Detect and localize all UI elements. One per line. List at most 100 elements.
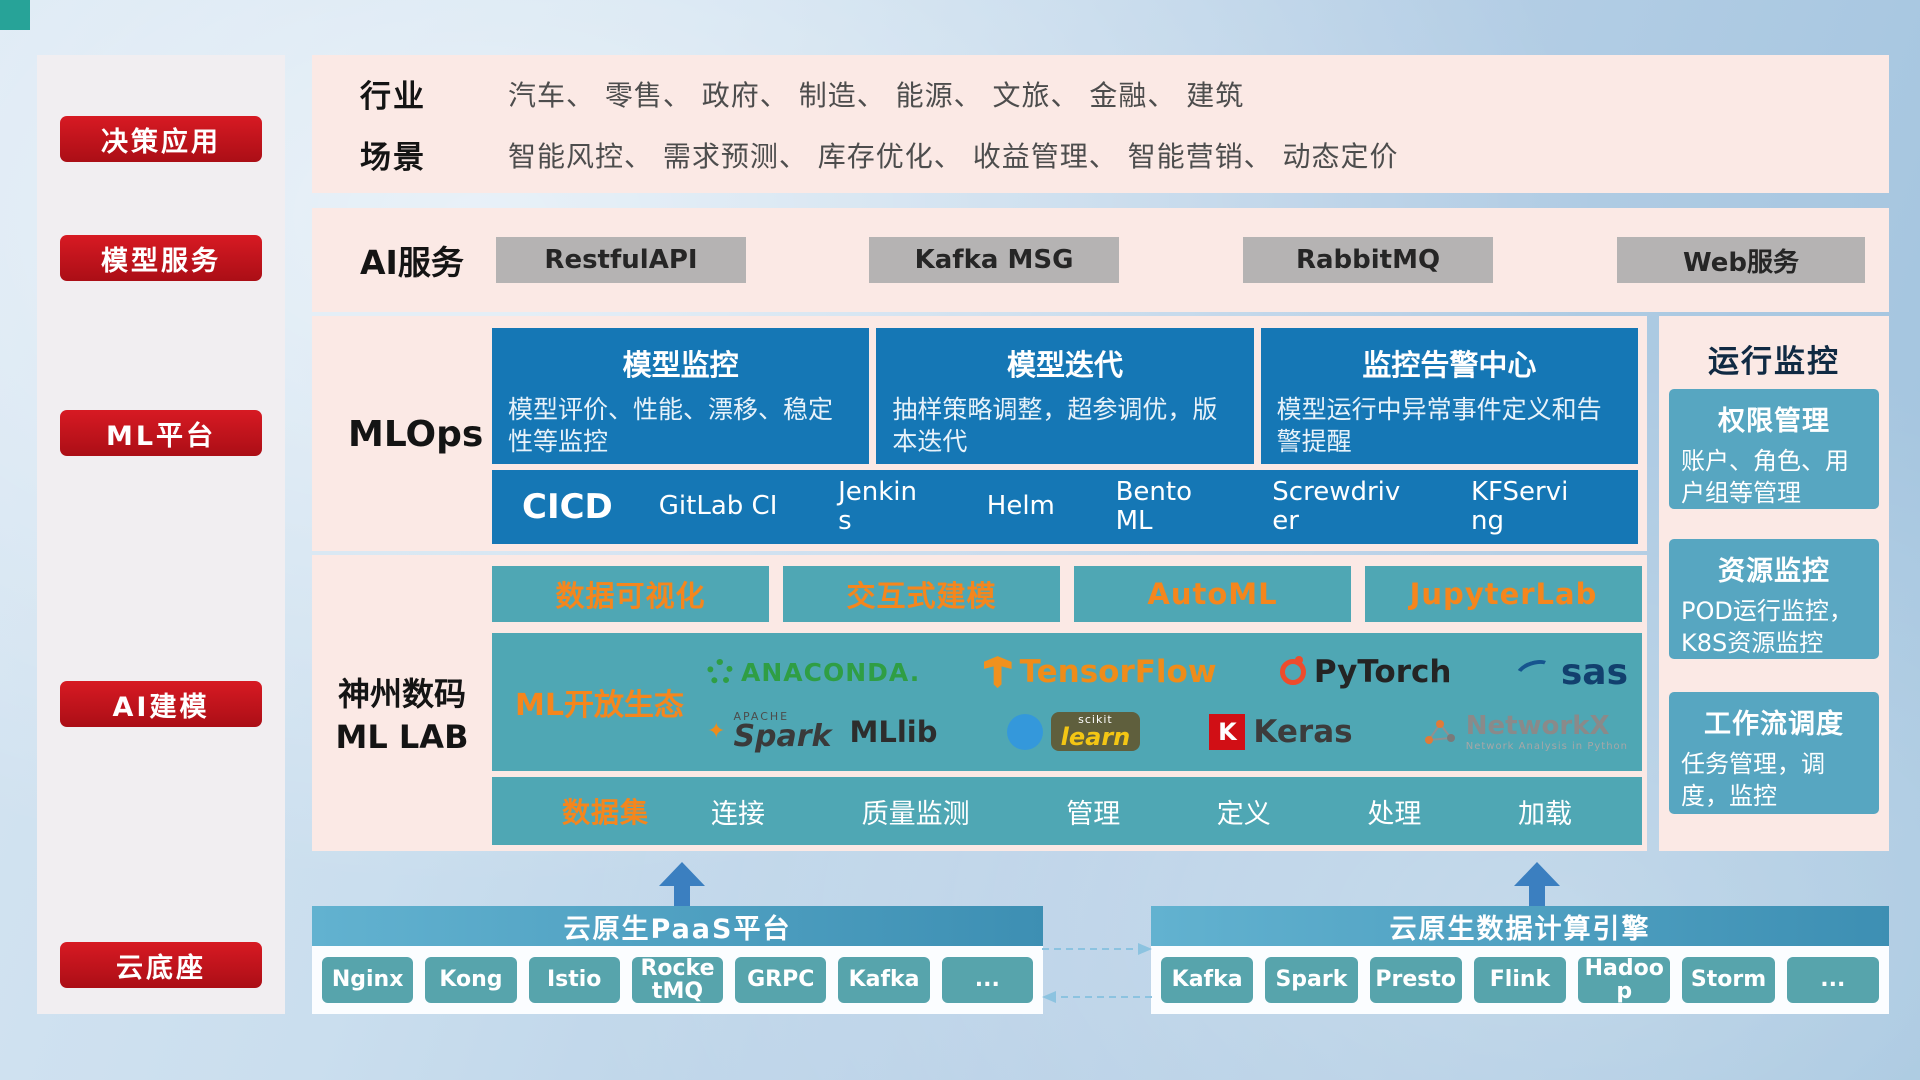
engine-item-more: ... (1786, 957, 1879, 1003)
arrow-head (1514, 862, 1560, 886)
keras-icon: K (1209, 713, 1246, 750)
networkx-text: NetworkX (1465, 711, 1610, 742)
data-engine-bar: 云原生数据计算引擎 (1151, 906, 1889, 946)
anaconda-logo: ANACONDA. (707, 658, 920, 687)
sidebar-item-decision-app: 决策应用 (60, 116, 262, 162)
engine-item-kafka: Kafka (1161, 957, 1254, 1003)
networkx-logo: NetworkX Network Analysis in Python (1422, 712, 1628, 752)
up-arrow-paas (659, 862, 705, 906)
card-title: 模型迭代 (1006, 348, 1123, 382)
ai-service-label: AI服务 (360, 243, 464, 282)
card-model-iteration: 模型迭代 抽样策略调整，超参调优，版本迭代 (876, 328, 1254, 464)
anaconda-text: ANACONDA. (741, 657, 921, 687)
mlops-label: MLOps (348, 414, 484, 455)
card-title: 资源监控 (1718, 556, 1830, 587)
card-desc: 任务管理，调度，监控 (1681, 750, 1825, 810)
tensorflow-logo: TensorFlow (983, 654, 1217, 691)
paas-item-grpc: GRPC (735, 957, 827, 1003)
service-rabbitmq: RabbitMQ (1243, 237, 1493, 283)
paas-items-panel: Nginx Kong Istio RocketMQ GRPC Kafka ... (312, 946, 1043, 1014)
dataset-item-load: 加载 (1517, 798, 1572, 830)
card-desc: 模型运行中异常事件定义和告警提醒 (1276, 395, 1602, 456)
learn-text: learn (1060, 723, 1131, 752)
left-sidebar: 决策应用 模型服务 ML平台 AI建模 云底座 (37, 55, 285, 1014)
tool-gitlab-ci: GitLab CI (658, 491, 778, 522)
feature-jupyterlab: JupyterLab (1365, 566, 1642, 622)
paas-item-istio: Istio (528, 957, 620, 1003)
engine-item-presto: Presto (1369, 957, 1462, 1003)
sidebar-item-cloud-base: 云底座 (60, 942, 262, 988)
pytorch-text: PyTorch (1313, 654, 1452, 691)
tensorflow-text: TensorFlow (1019, 654, 1217, 691)
tool-bentoml: BentoML (1115, 476, 1192, 536)
engine-item-storm: Storm (1682, 957, 1775, 1003)
service-kafka-msg: Kafka MSG (869, 237, 1119, 283)
cicd-tools: GitLab CI Jenkins Helm BentoML Screwdriv… (658, 476, 1638, 536)
service-restfulapi: RestfulAPI (496, 237, 746, 283)
industry-label: 行业 (360, 79, 426, 115)
industry-row: 行业 汽车、 零售、 政府、 制造、 能源、 文旅、 金融、 建筑 (312, 71, 1889, 116)
tool-screwdriver: Screwdriver (1272, 476, 1401, 536)
networkx-subtitle: Network Analysis in Python (1465, 740, 1628, 752)
mllab-label-line1: 神州数码 (337, 675, 466, 713)
card-title: 模型监控 (622, 348, 739, 382)
dataset-item-process: 处理 (1367, 798, 1422, 830)
paas-item-rocketmq: RocketMQ (631, 957, 724, 1003)
dataset-items: 连接 质量监测 管理 定义 处理 加载 (711, 792, 1642, 831)
dataset-item-quality: 质量监测 (861, 798, 970, 830)
card-desc: 抽样策略调整，超参调优，版本迭代 (892, 395, 1218, 456)
logo-row-1: ANACONDA. TensorFlow PyTorch sas (707, 652, 1628, 693)
ecosystem-label: ML开放生态 (515, 688, 684, 723)
ecosystem-logos: ANACONDA. TensorFlow PyTorch sas (707, 633, 1642, 771)
scikit-text: scikit (1078, 713, 1113, 727)
card-title: 监控告警中心 (1362, 348, 1537, 382)
mlops-cards: 模型监控 模型评价、性能、漂移、稳定性等监控 模型迭代 抽样策略调整，超参调优，… (492, 328, 1638, 464)
cicd-bar: CICD GitLab CI Jenkins Helm BentoML Scre… (492, 470, 1638, 544)
pytorch-flame-dot (1294, 656, 1303, 665)
ml-ecosystem-block: ML开放生态 ANACONDA. TensorFlow PyTorch (492, 633, 1642, 771)
dataset-row: 数据集 连接 质量监测 管理 定义 处理 加载 (492, 777, 1642, 845)
card-title: 工作流调度 (1704, 709, 1844, 740)
scenario-row: 场景 智能风控、 需求预测、 库存优化、 收益管理、 智能营销、 动态定价 (312, 132, 1889, 177)
arrow-head (659, 862, 705, 886)
mllab-label: 神州数码 ML LAB (320, 673, 484, 759)
scikit-learn-badge: scikit learn (1050, 712, 1141, 752)
service-web: Web服务 (1617, 237, 1865, 283)
mllab-label-line2: ML LAB (335, 718, 469, 757)
mllab-feature-row: 数据可视化 交互式建模 AutoML JupyterLab (492, 566, 1642, 622)
spark-star-icon: ✦ (707, 719, 726, 745)
spark-text-stack: APACHE Spark (733, 711, 831, 752)
paas-item-kafka: Kafka (838, 957, 930, 1003)
card-permission-management: 权限管理 账户、角色、用户组等管理 (1669, 389, 1879, 509)
card-workflow-scheduling: 工作流调度 任务管理，调度，监控 (1669, 692, 1879, 814)
mllib-text: MLlib (849, 714, 938, 749)
paas-platform-bar: 云原生PaaS平台 (312, 906, 1043, 946)
cicd-label: CICD (522, 487, 613, 527)
pytorch-logo: PyTorch (1279, 654, 1452, 691)
dataset-item-manage: 管理 (1066, 798, 1121, 830)
scikit-learn-icon (1006, 713, 1043, 750)
engine-item-spark: Spark (1265, 957, 1358, 1003)
keras-text: Keras (1253, 713, 1353, 750)
spark-mllib-logo: ✦ APACHE Spark MLlib (707, 711, 938, 752)
networkx-text-stack: NetworkX Network Analysis in Python (1466, 712, 1628, 752)
sas-logo: sas (1512, 652, 1628, 693)
card-resource-monitoring: 资源监控 POD运行监控，K8S资源监控 (1669, 539, 1879, 659)
tool-jenkins: Jenkins (838, 476, 917, 536)
industry-scenario-panel: 行业 汽车、 零售、 政府、 制造、 能源、 文旅、 金融、 建筑 场景 智能风… (312, 55, 1889, 193)
card-alert-center: 监控告警中心 模型运行中异常事件定义和告警提醒 (1260, 328, 1638, 464)
sidebar-item-ml-platform: ML平台 (60, 410, 262, 456)
tool-helm: Helm (986, 491, 1055, 522)
engine-items-panel: Kafka Spark Presto Flink Hadoop Storm ..… (1151, 946, 1889, 1014)
scenario-value: 智能风控、 需求预测、 库存优化、 收益管理、 智能营销、 动态定价 (508, 139, 1399, 173)
logo-row-2: ✦ APACHE Spark MLlib scikit learn (707, 711, 1628, 752)
networkx-icon (1424, 719, 1455, 744)
corner-accent (0, 0, 30, 30)
scenario-label: 场景 (360, 140, 426, 176)
feature-automl: AutoML (1074, 566, 1351, 622)
paas-item-more: ... (941, 957, 1033, 1003)
arrow-stem (1529, 886, 1545, 906)
anaconda-icon (707, 659, 733, 686)
tensorflow-icon (983, 656, 1012, 689)
